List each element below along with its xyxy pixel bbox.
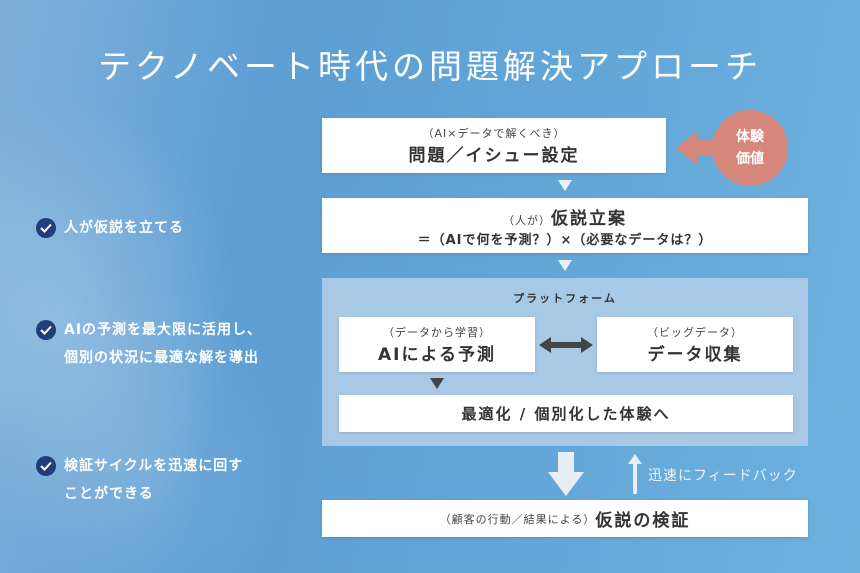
check-item: AIの予測を最大限に活用し、個別の状況に最適な解を導出: [36, 316, 262, 372]
check-icon: [36, 218, 56, 238]
feedback-label: 迅速にフィードバック: [648, 468, 798, 484]
data-main: データ収集: [647, 345, 743, 365]
check-text: AIの予測を最大限に活用し、: [64, 322, 263, 338]
ai-prediction-box: （データから学習） AIによる予測: [339, 317, 535, 372]
check-item: 人が仮説を立てる: [36, 214, 184, 242]
hypothesis-sub: （人が）: [503, 213, 551, 227]
check-text: 検証サイクルを迅速に回す: [64, 458, 244, 474]
check-icon: [36, 320, 56, 340]
verify-sub: （顧客の行動／結果による）: [439, 512, 596, 526]
hypothesis-formula: ＝（AIで何を予測？）×（必要なデータは？）: [417, 232, 713, 248]
value-badge: 体験 価値: [712, 110, 788, 186]
issue-main: 問題／イシュー設定: [408, 146, 580, 166]
data-sub: （ビッグデータ）: [647, 326, 743, 339]
ai-main: AIによる予測: [378, 345, 496, 365]
double-arrow-icon: [539, 337, 593, 353]
optimize-text: 最適化 / 個別化した体験へ: [461, 405, 671, 423]
data-collection-box: （ビッグデータ） データ収集: [597, 317, 793, 372]
check-icon: [36, 456, 56, 476]
ai-sub: （データから学習）: [383, 326, 491, 339]
verify-main: 仮説の検証: [595, 511, 691, 531]
issue-sub: （AI×データで解くべき）: [422, 127, 566, 140]
up-arrow-icon: [628, 454, 642, 494]
down-triangle-icon: [430, 378, 444, 389]
check-item: 検証サイクルを迅速に回すことができる: [36, 452, 243, 508]
down-triangle-icon: [558, 260, 572, 271]
down-triangle-icon: [558, 180, 572, 191]
big-down-arrow-icon: [548, 452, 584, 496]
hypothesis-main: 仮説立案: [551, 208, 627, 229]
hypothesis-box: （人が）仮説立案 ＝（AIで何を予測？）×（必要なデータは？）: [322, 198, 808, 253]
optimize-box: 最適化 / 個別化した体験へ: [339, 395, 793, 432]
check-text: 個別の状況に最適な解を導出: [64, 350, 259, 366]
arrow-left-icon: [676, 130, 726, 166]
badge-text: 体験: [736, 128, 764, 145]
badge-text: 価値: [736, 151, 764, 167]
issue-box: （AI×データで解くべき） 問題／イシュー設定: [322, 118, 666, 173]
check-text: 人が仮説を立てる: [64, 220, 184, 236]
check-text: ことができる: [64, 486, 154, 502]
platform-label: プラットフォーム: [513, 292, 617, 305]
verify-box: （顧客の行動／結果による） 仮説の検証: [322, 500, 808, 537]
page-title: テクノベート時代の問題解決アプローチ: [97, 47, 763, 86]
